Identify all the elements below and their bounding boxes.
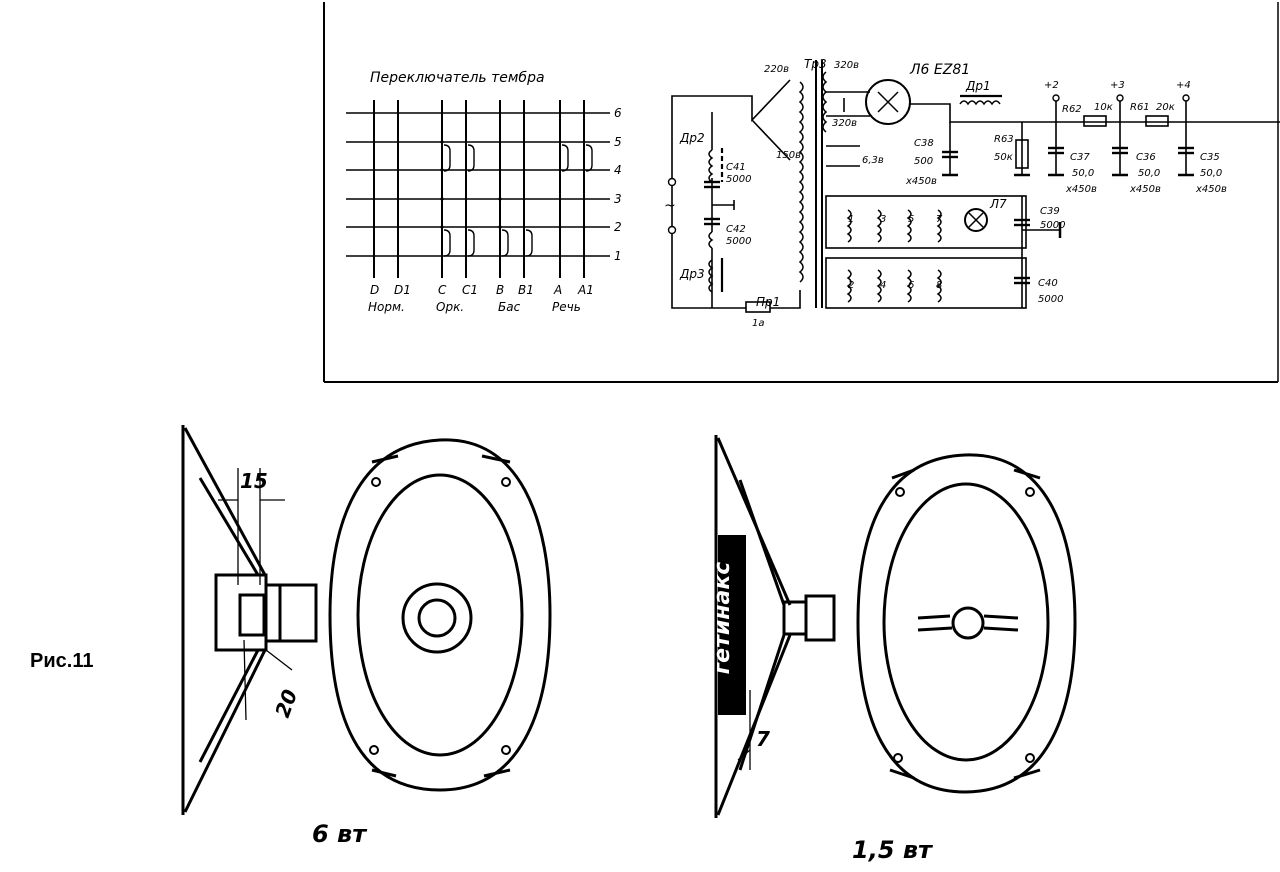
row-number: 6: [614, 106, 622, 120]
terminal-label: +4: [1176, 80, 1191, 91]
capacitor-name: C40: [1038, 278, 1058, 289]
capacitor-value: 500: [914, 156, 933, 167]
capacitor-voltage: x450в: [905, 176, 937, 187]
speaker-1-5w-side-view: гетинакс 7: [710, 435, 836, 818]
tap-number: 7: [936, 214, 943, 225]
tap-number: 3: [880, 214, 886, 225]
capacitor-value: 50,0: [1200, 168, 1222, 179]
dimension-label: 20: [270, 686, 302, 720]
column-letter: C1: [462, 283, 478, 297]
switch-contacts: [443, 144, 593, 257]
capacitor-name: C37: [1070, 152, 1090, 163]
tap-number: 2: [848, 280, 854, 291]
choke-cores: [720, 94, 1002, 292]
resistor-name: R63: [994, 134, 1014, 145]
speaker-6w-front-view: [328, 438, 552, 792]
resistor-name: R62: [1062, 104, 1082, 115]
schematic-panel: [323, 2, 1279, 383]
capacitor-plates: [704, 146, 1194, 285]
resistor-value: 10к: [1094, 102, 1113, 113]
tap-number: 5: [908, 214, 914, 225]
voltage-label: 320в: [834, 60, 859, 71]
capacitor-value: 5000: [1038, 294, 1063, 305]
tube-label: Л6 EZ81: [909, 62, 970, 78]
capacitor-voltage: x450в: [1065, 184, 1097, 195]
rectifier-tube: [865, 79, 911, 125]
power-supply-schematic: ~ Тр3 Пр1 1а Др2 Др3 Др1 Л6 EZ81 Л7 220в…: [664, 57, 1280, 329]
capacitor-name: C41: [726, 162, 746, 173]
choke-label: Др3: [679, 267, 705, 281]
capacitor-name: C38: [914, 138, 934, 149]
column-letter: C: [438, 283, 447, 297]
capacitor-name: C42: [726, 224, 746, 235]
resistor-value: 20к: [1156, 102, 1175, 113]
dimension-label: 15: [240, 469, 268, 493]
lamp-label: Л7: [989, 197, 1007, 211]
tap-number: 6: [908, 280, 914, 291]
ac-symbol: ~: [664, 198, 676, 214]
column-letter: A1: [577, 283, 594, 297]
capacitor-name: C39: [1040, 206, 1060, 217]
switch-rows: [346, 112, 610, 257]
terminal-label: +2: [1044, 80, 1059, 91]
capacitor-voltage: x450в: [1129, 184, 1161, 195]
terminal-label: +3: [1110, 80, 1125, 91]
resistor-name: R61: [1130, 102, 1150, 113]
capacitor-name: C35: [1200, 152, 1220, 163]
column-letter: D: [370, 283, 379, 297]
capacitor-value: 50,0: [1138, 168, 1160, 179]
fuse-label: Пр1: [756, 295, 780, 309]
choke-label: Др1: [965, 79, 991, 93]
pilot-lamp: [964, 208, 988, 232]
speaker-6w-side-view: 15 20: [181, 425, 318, 815]
mode-label: Норм.: [368, 300, 405, 314]
tap-number: 4: [880, 280, 886, 291]
column-letter: A: [553, 283, 562, 297]
figure-label: Рис.11: [30, 650, 93, 672]
capacitor-value: 5000: [726, 236, 751, 247]
mode-label: Бас: [498, 300, 521, 314]
speaker-power-label: 6 вт: [312, 820, 368, 848]
row-number: 5: [614, 135, 622, 149]
tone-switch-diagram: Переключатель тембра: [346, 70, 622, 314]
row-number: 3: [614, 192, 622, 206]
row-number: 4: [614, 163, 622, 177]
voltage-label: 220в: [764, 64, 789, 75]
row-number: 1: [614, 249, 622, 263]
row-number: 2: [614, 220, 622, 234]
fuse-rating: 1а: [752, 318, 765, 329]
tap-number: 1: [848, 214, 854, 225]
capacitor-value: 50,0: [1072, 168, 1094, 179]
column-letter: B: [496, 283, 504, 297]
switch-dots: [440, 140, 502, 229]
output-terminals: [1052, 94, 1190, 102]
voltage-label: 320в: [832, 118, 857, 129]
capacitor-name: C36: [1136, 152, 1156, 163]
dimension-label: 7: [756, 727, 770, 751]
speaker-power-label: 1,5 вт: [852, 836, 934, 864]
speaker-1-5w-front-view: [856, 453, 1077, 794]
choke-label: Др2: [679, 131, 705, 145]
column-letter: B1: [518, 283, 534, 297]
coils: [708, 71, 1001, 303]
mode-label: Орк.: [436, 300, 464, 314]
material-label: гетинакс: [710, 562, 735, 675]
resistors: [745, 115, 1169, 313]
switch-columns: [373, 100, 585, 278]
resistor-value: 50к: [994, 152, 1013, 163]
mode-label: Речь: [552, 300, 581, 314]
capacitor-value: 5000: [1040, 220, 1065, 231]
capacitor-value: 5000: [726, 174, 751, 185]
voltage-label: 150в: [776, 150, 801, 161]
tap-number: 8: [936, 280, 942, 291]
tone-switch-title: Переключатель тембра: [370, 70, 545, 86]
column-letter: D1: [394, 283, 411, 297]
voltage-label: 6,3в: [862, 155, 884, 166]
ac-input-terminals: [667, 177, 677, 235]
capacitor-voltage: x450в: [1195, 184, 1227, 195]
getinax-panel: [718, 535, 746, 715]
transformer-label: Тр3: [804, 57, 827, 71]
